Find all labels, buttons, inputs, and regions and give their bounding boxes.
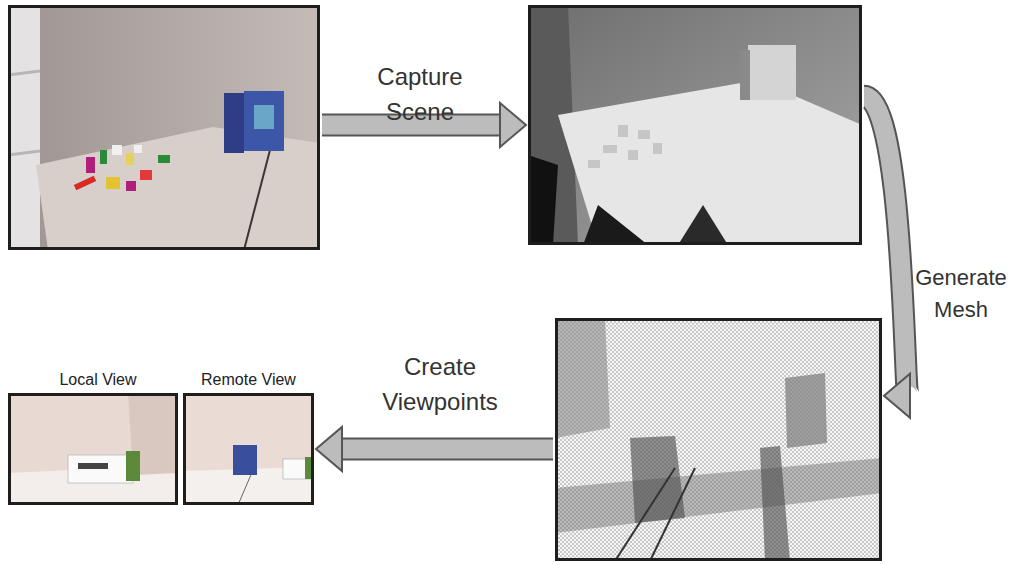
step-label: Capture Scene	[368, 60, 472, 130]
mesh-render	[555, 318, 882, 561]
remote-view-photo	[183, 393, 314, 505]
view-panel: Remote View	[183, 393, 314, 505]
block-arrow	[316, 427, 553, 471]
panel-heading: Remote View	[176, 371, 321, 389]
arrowhead	[884, 374, 910, 418]
view-panel: Local View	[8, 393, 178, 505]
block-arrow	[864, 96, 910, 418]
arrow-outline	[340, 438, 553, 461]
arrowhead	[316, 427, 342, 471]
arrow-body	[340, 440, 553, 459]
scene-photo-panel	[8, 5, 320, 250]
arrowhead	[500, 103, 526, 147]
mesh-panel	[555, 318, 882, 561]
arrow-body	[864, 96, 908, 396]
step-label: Generate Mesh	[912, 262, 1010, 326]
step-label: Create Viewpoints	[373, 350, 507, 420]
depth-render-panel	[528, 5, 862, 245]
depth-render	[528, 5, 862, 245]
scene-photo	[8, 5, 320, 250]
panel-heading: Local View	[11, 371, 185, 389]
local-view-photo	[8, 393, 178, 505]
arrow-outline	[864, 96, 908, 396]
